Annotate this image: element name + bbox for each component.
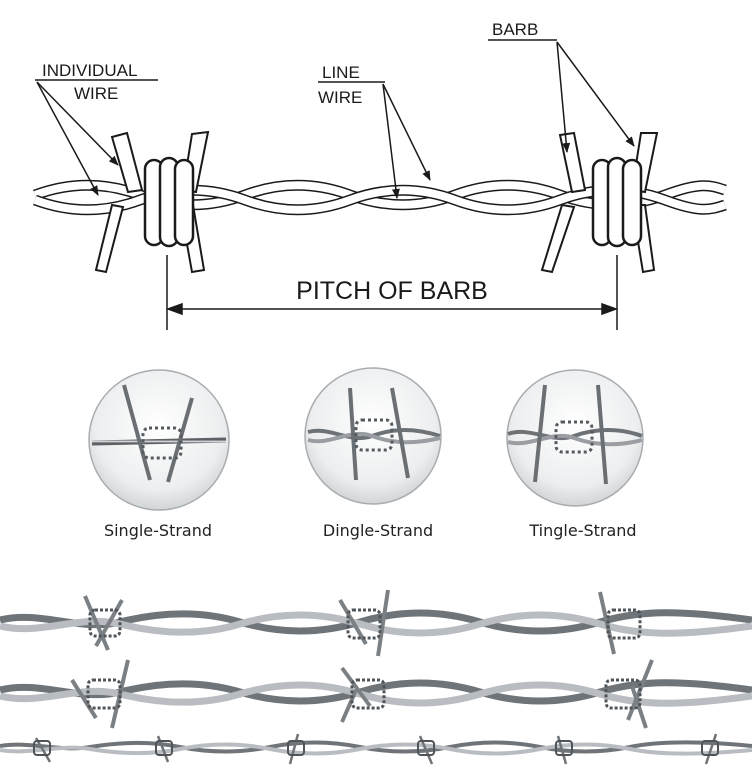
barb-label: BARB [492,20,538,39]
wire-row-2-coil-2 [350,678,386,710]
variant-1-wire [91,437,227,446]
variant-single-strand [88,369,230,511]
individual-wire-leader-2 [36,81,99,196]
variant-3-barb-b [596,384,608,485]
line-wire-leader-1 [382,83,400,199]
pitch-arrow-right [601,302,619,316]
pitch-arrow-left [165,302,183,316]
wire-row-3-coil-3 [287,740,305,756]
right-barb-spike-upper-left [558,131,587,194]
wire-row-2-barb-1a [70,678,98,720]
wire-row-3-coil-2 [155,740,173,756]
wire-row-1-coil-3 [606,608,642,640]
wire-row-3-barb-6 [704,733,718,765]
variant-dingle-strand [304,367,442,505]
wire-row-2-coil-1 [86,678,122,710]
line-drawing: INDIVIDUAL WIRE LINE WIRE BARB PITCH OF … [33,20,727,330]
pitch-label: PITCH OF BARB [296,277,488,305]
line-wire-label-line2: WIRE [318,88,362,107]
variant-circles: Single-Strand Dingle-Strand Tingle-Stran… [88,367,644,540]
individual-wire-label-line2: WIRE [74,84,118,103]
variant-3-wire-b [507,433,643,447]
left-barb-spike-lower-left [94,203,125,274]
left-barb-coil-3 [173,158,195,247]
wire-row-3-coil-6 [701,740,719,756]
variant-3-coil [554,420,594,454]
variant-1-coil [141,426,183,460]
wire-row-3 [0,733,752,765]
wire-row-3-barb-2 [156,735,170,763]
wire-row-2-barb-2b [340,689,358,723]
barb-leader-2 [556,41,635,147]
wire-row-1-coil-2 [346,608,382,640]
wire-row-2 [0,659,752,729]
wire-row-3-coil-5 [555,740,573,756]
wire-row-3-barb-3 [288,733,300,765]
right-barb-spike-lower-left [540,203,576,274]
line-wire-leader-2 [382,83,431,181]
left-barb [94,130,210,274]
variant-3-barb-a [533,384,547,483]
variant-2-barb-a [348,387,358,481]
leader-lines [35,39,635,199]
pitch-dimension [165,255,619,330]
variant-caption-1: Single-Strand [104,521,212,540]
individual-wire-leader-1 [36,81,119,166]
wire-photo-rows [0,589,752,765]
individual-wire-label-line1: INDIVIDUAL [42,61,137,80]
variant-2-wire-b [307,431,441,445]
variant-1-barb-a [122,384,152,481]
wire-row-3-coil-1 [33,740,51,756]
variant-1-barb-b [166,397,194,483]
wire-row-2-coil-3 [604,678,642,710]
wire-row-1-barb-2b [376,589,390,657]
barb-leader-1 [556,41,571,153]
variant-caption-2: Dingle-Strand [323,521,433,540]
wire-row-2-barb-3b [630,685,648,729]
wire-row-1-barb-1a [83,595,110,651]
variant-tingle-strand [506,369,644,507]
wire-row-3-coil-4 [417,740,435,756]
wire-row-1-barb-3a [598,591,616,655]
line-wire-label-line1: LINE [322,63,360,82]
variant-caption-3: Tingle-Strand [528,521,636,540]
wire-row-1-coil-1 [88,608,122,638]
wire-row-2-barb-1b [110,659,130,729]
wire-row-3-strand-b [0,742,752,756]
wire-row-1 [0,589,752,657]
wire-row-2-barb-2a [340,666,372,708]
wire-row-1-barb-1b [94,599,124,647]
left-barb-spike-upper-left [110,131,144,194]
right-barb-coil-3 [621,158,643,247]
variant-2-barb-b [390,387,410,479]
variant-2-coil [354,418,394,452]
wire-row-1-barb-2a [338,598,368,646]
